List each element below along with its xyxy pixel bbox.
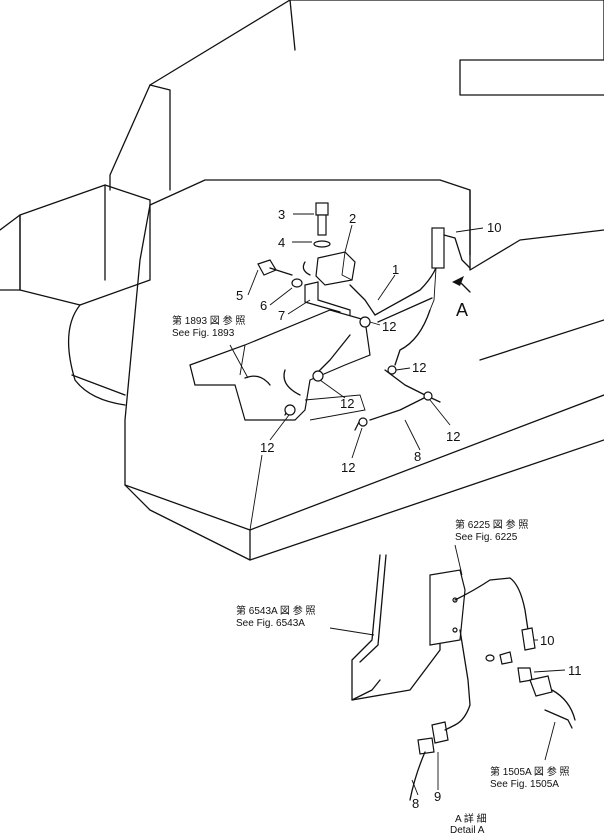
ref-fig1505a-en: See Fig. 1505A xyxy=(490,779,559,790)
wiring-harness xyxy=(244,227,471,431)
ref-fig6225-jp: 第 6225 図 参 照 xyxy=(455,518,528,531)
label-part-12-a: 12 xyxy=(382,319,396,334)
bolt-3 xyxy=(315,202,329,216)
ref-fig6225-en: See Fig. 6225 xyxy=(455,532,518,543)
label-detail-part-8: 8 xyxy=(412,796,419,811)
label-view-a: A xyxy=(456,300,468,320)
label-detail-part-10: 10 xyxy=(540,633,554,648)
view-a-arrow xyxy=(452,276,471,293)
washer-4 xyxy=(313,240,331,248)
detail-caption-jp: A 詳 細 xyxy=(455,812,487,825)
label-part-2: 2 xyxy=(349,211,356,226)
label-part-12-d: 12 xyxy=(446,429,460,444)
label-part-3: 3 xyxy=(278,207,285,222)
label-part-7: 7 xyxy=(278,308,285,323)
label-part-8: 8 xyxy=(414,449,421,464)
ref-fig6543a-en: See Fig. 6543A xyxy=(236,618,305,629)
ref-fig1893-en: See Fig. 1893 xyxy=(172,328,235,339)
part-labels: 3 4 2 1 5 6 7 10 A 12 12 12 12 12 12 8 1… xyxy=(236,207,582,811)
horn-2 xyxy=(315,251,356,286)
label-part-10: 10 xyxy=(487,220,501,235)
label-part-12-c: 12 xyxy=(340,396,354,411)
label-detail-part-9: 9 xyxy=(434,789,441,804)
label-part-12-e: 12 xyxy=(341,460,355,475)
horn-assembly xyxy=(257,202,376,333)
reference-notes: 第 1893 図 参 照 See Fig. 1893 第 6225 図 参 照 … xyxy=(172,314,569,835)
detail-a xyxy=(351,554,576,801)
bolt-5 xyxy=(257,259,277,276)
label-part-6: 6 xyxy=(260,298,267,313)
label-detail-part-11: 11 xyxy=(568,663,582,678)
ref-fig1505a-jp: 第 1505A 図 参 照 xyxy=(490,765,569,778)
leader-lines xyxy=(229,213,566,796)
detail-caption-en: Detail A xyxy=(450,825,485,835)
cylinder-block xyxy=(189,309,371,421)
nut-6 xyxy=(291,278,303,288)
label-part-12-f: 12 xyxy=(260,440,274,455)
label-part-12-b: 12 xyxy=(412,360,426,375)
label-part-1: 1 xyxy=(392,262,399,277)
label-part-4: 4 xyxy=(278,235,285,250)
ref-fig1893-jp: 第 1893 図 参 照 xyxy=(172,314,245,327)
ref-fig6543a-jp: 第 6543A 図 参 照 xyxy=(236,604,315,617)
machine-body-outline xyxy=(0,0,604,561)
label-part-5: 5 xyxy=(236,288,243,303)
